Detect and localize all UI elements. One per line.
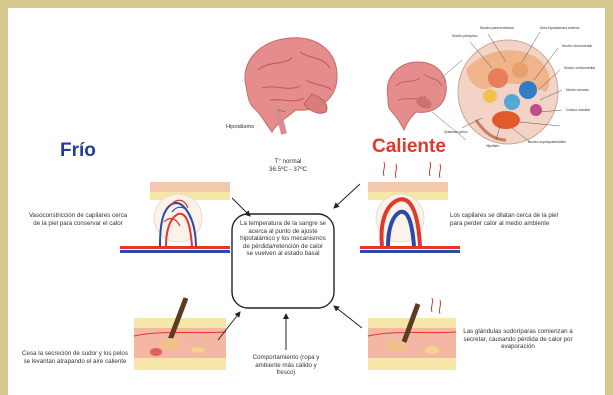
- callout-label: Núcleo ventromedial: [564, 66, 595, 70]
- callout-label: Núcleo paraventricular: [480, 26, 514, 30]
- callout-label: Cuerpo mamilar: [566, 108, 590, 112]
- callout-label: Núcleo preóptico: [452, 34, 477, 38]
- hot-vessels-illustration: [360, 162, 460, 253]
- hot-title: Caliente: [372, 136, 446, 158]
- normal-temp-line2: 36.5ºC - 37ºC: [258, 166, 318, 174]
- cold-vessels-text: Vasoconstricción de capilares cerca de l…: [28, 212, 128, 227]
- brain-right-illustration: [387, 62, 446, 130]
- center-box-text: La temperatura de la sangre se acerca al…: [240, 220, 326, 258]
- callout-label: Núcleo supraquiasmático: [528, 140, 566, 144]
- hypothalamus-detail: [432, 32, 562, 144]
- cold-skin-text: Cesa la secreción de sudor y los pelos s…: [22, 350, 128, 365]
- cold-skin-illustration: [134, 298, 226, 370]
- callout-label: Quiasma óptico: [444, 130, 468, 134]
- behavior-text: Comportamiento (ropa y ambiente más cáli…: [248, 354, 324, 377]
- hypothalamus-label: Hipotálamo: [226, 124, 254, 132]
- hot-skin-illustration: [368, 298, 456, 370]
- callout-label: Núcleo arcuato: [566, 88, 589, 92]
- callout-label: Área hipotalámica anterior: [540, 26, 580, 30]
- hot-skin-text: Las glándulas sudoríparas comienzan a se…: [462, 328, 574, 351]
- cold-title: Frío: [60, 140, 96, 162]
- callout-label: Núcleo dorsomedial: [562, 44, 592, 48]
- brain-left-illustration: [245, 38, 337, 134]
- callout-label: Hipófisis: [486, 144, 499, 148]
- cold-vessels-illustration: [120, 182, 230, 253]
- normal-temp-line1: T° normal: [258, 158, 318, 166]
- hot-vessels-text: Los capilares se dilatan cerca de la pie…: [450, 212, 570, 227]
